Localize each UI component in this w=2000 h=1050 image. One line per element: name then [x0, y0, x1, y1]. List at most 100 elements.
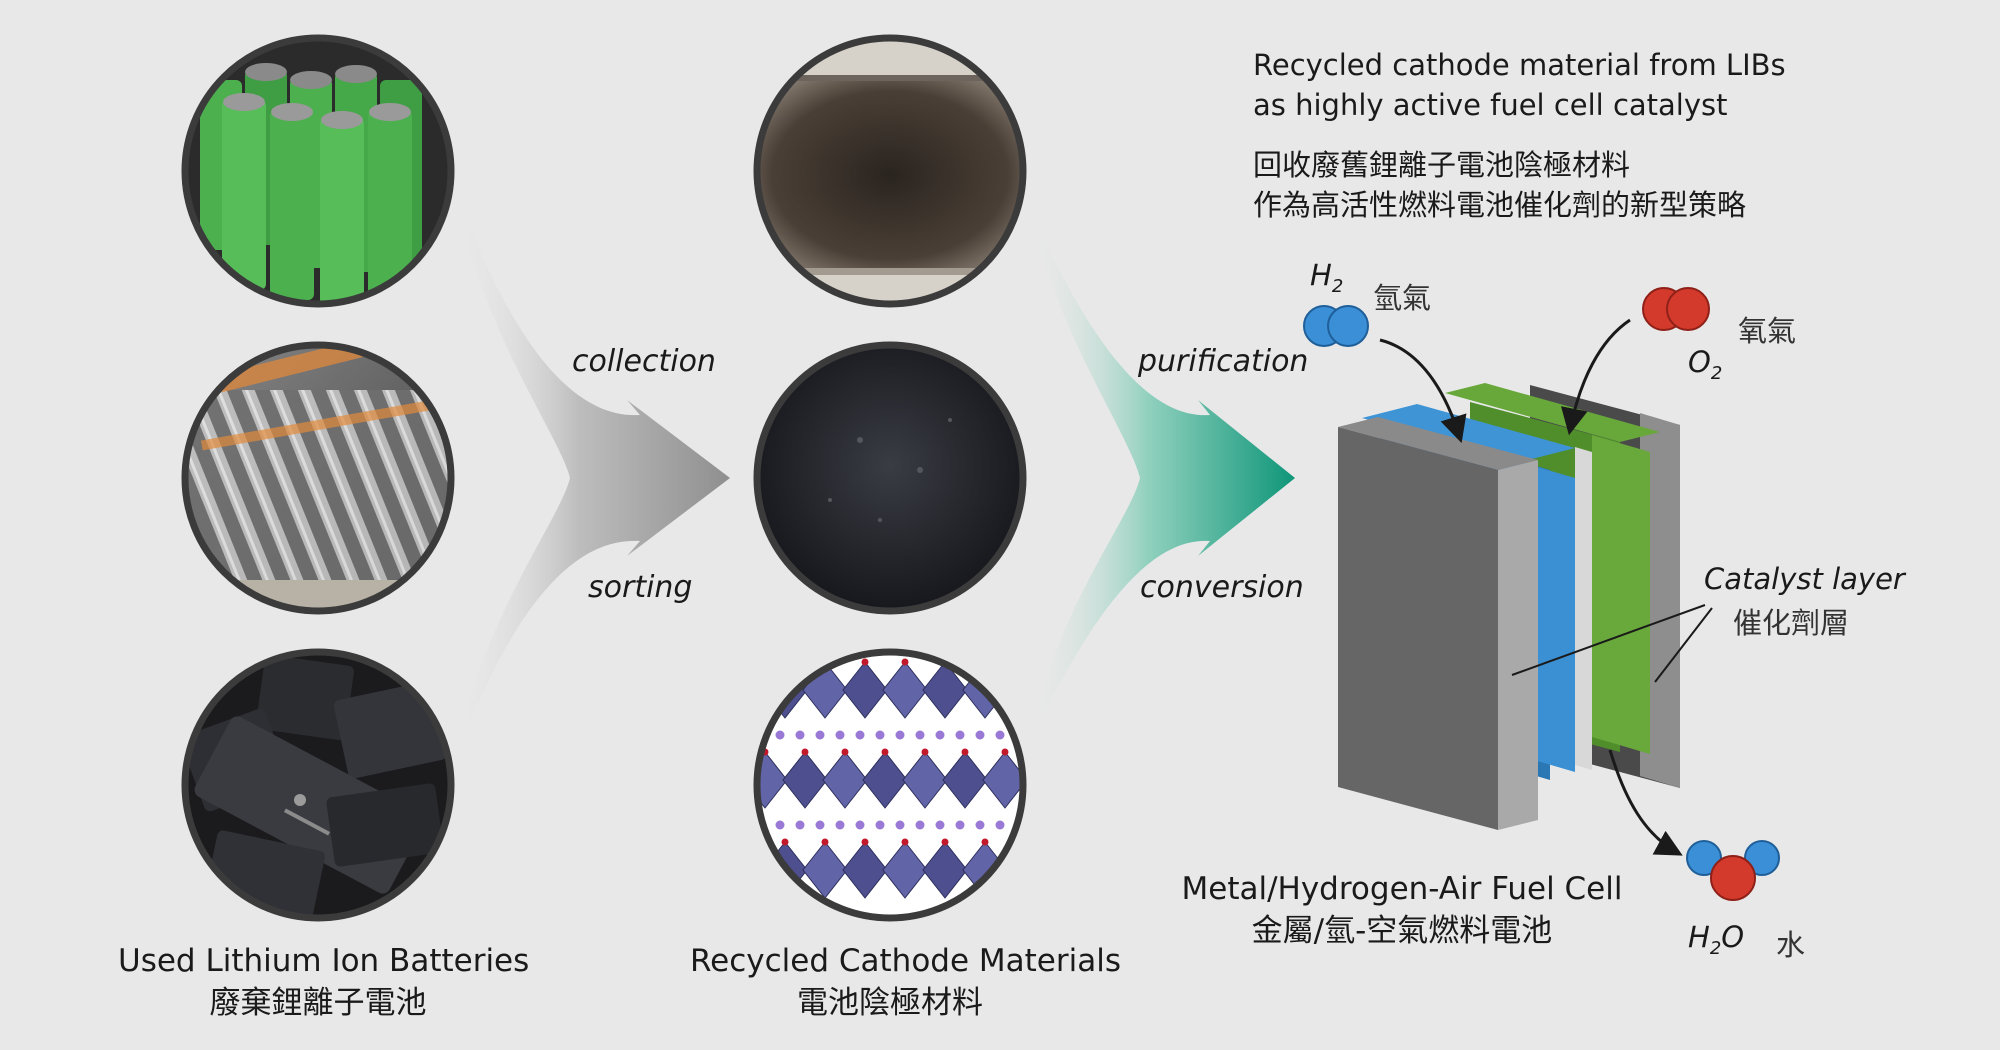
- green-battery-cells: [200, 63, 422, 304]
- recycled-materials-caption: Recycled Cathode Materials 電池陰極材料: [690, 940, 1121, 1024]
- green-layer-top-edge: [1445, 383, 1660, 442]
- recycled-materials-caption-zh: 電池陰極材料: [797, 985, 983, 1021]
- octahedron: [862, 751, 908, 809]
- octahedron: [902, 751, 948, 809]
- hydrogen-inflow-arrow: [1379, 338, 1467, 444]
- oxygen-atom: [1021, 838, 1023, 846]
- fuel-cell-stack: [1338, 383, 1680, 830]
- octahedron: [1022, 751, 1023, 809]
- title-en-line2: as highly active fuel cell catalyst: [1253, 88, 1728, 122]
- oxygen-atom: [841, 748, 849, 756]
- step-collection-label: collection: [572, 344, 716, 379]
- used-batteries-caption: Used Lithium Ion Batteries 廢棄鋰離子電池: [118, 940, 530, 1024]
- oxygen-atom: [1021, 658, 1023, 666]
- lithium-ion: [775, 820, 785, 830]
- o2-subscript: 2: [1710, 362, 1723, 384]
- octahedra-layers: [742, 658, 1049, 899]
- oxygen-atom: [961, 748, 969, 756]
- used-batteries-caption-zh: 廢棄鋰離子電池: [209, 985, 427, 1021]
- fuel-cell-caption-en: Metal/Hydrogen-Air Fuel Cell: [1181, 871, 1623, 907]
- step-sorting-label: sorting: [588, 570, 693, 605]
- fuel-cell-caption-zh: 金屬/氫-空氣燃料電池: [1251, 913, 1553, 949]
- lithium-ion: [855, 730, 865, 740]
- h2-label: H2: [1310, 258, 1343, 297]
- front-plate-top: [1338, 417, 1538, 470]
- cathode-powder-photo: [753, 341, 1027, 615]
- catalyst-pointer-green: [1654, 607, 1713, 683]
- oxygen-atom: [1042, 749, 1049, 756]
- octahedron: [842, 841, 888, 899]
- oxygen-atom: [901, 838, 909, 846]
- o2-zh-label: 氧氣: [1738, 314, 1797, 348]
- collection-flow-arrow: [455, 190, 730, 760]
- lithium-ion: [975, 820, 985, 830]
- lithium-ion: [915, 820, 925, 830]
- oxygen-atom: [901, 658, 909, 666]
- octahedron: [757, 751, 788, 809]
- lithium-ion: [915, 730, 925, 740]
- h2o-h-letter: H: [1688, 920, 1710, 954]
- lithium-ion: [815, 820, 825, 830]
- lithium-ion: [835, 820, 845, 830]
- o2-label: O2: [1688, 345, 1722, 384]
- crystal-structure-illustration: [742, 648, 1049, 922]
- h2o-o-letter: O: [1721, 920, 1745, 954]
- battery-cells-photo: [181, 34, 455, 308]
- octahedron: [922, 841, 968, 899]
- octahedron: [942, 751, 988, 809]
- catalyst-layer-label: Catalyst layer: [1704, 562, 1905, 596]
- octahedron: [882, 841, 928, 899]
- water-molecule: [1686, 840, 1780, 901]
- blue-layer-top-edge: [1362, 404, 1575, 462]
- oxygen-atom: [941, 838, 949, 846]
- h2o-zh-label: 水: [1776, 928, 1806, 962]
- octahedron: [882, 661, 928, 719]
- lithium-ion: [875, 730, 885, 740]
- oxygen-inflow-arrow: [1561, 318, 1631, 436]
- o2-letter: O: [1688, 345, 1711, 379]
- h2-subscript: 2: [1331, 275, 1344, 297]
- step-purification-label: purification: [1138, 344, 1309, 379]
- oxygen-molecule: [1642, 287, 1710, 331]
- lithium-ion: [795, 820, 805, 830]
- oxygen-atom: [921, 748, 929, 756]
- oxygen-atom: [781, 838, 789, 846]
- step-conversion-label: conversion: [1140, 570, 1304, 605]
- h2o-subscript: 2: [1709, 937, 1722, 959]
- recycling-line-photo: [181, 341, 455, 615]
- h2-letter: H: [1310, 258, 1332, 292]
- lithium-ion: [975, 730, 985, 740]
- oxygen-atom: [821, 838, 829, 846]
- octahedron: [822, 751, 868, 809]
- oxygen-atom: [861, 838, 869, 846]
- h2-zh-label: 氫氣: [1373, 281, 1432, 315]
- lithium-ion: [995, 820, 1005, 830]
- octahedron: [757, 661, 768, 719]
- lithium-ion: [935, 730, 945, 740]
- oxygen-atom: [1001, 748, 1009, 756]
- front-plate-edge: [1498, 460, 1538, 830]
- lithium-ion: [815, 730, 825, 740]
- octahedron: [782, 751, 828, 809]
- oxygen-atom: [801, 748, 809, 756]
- lithium-ion: [795, 730, 805, 740]
- cathode-electrode-photo: [753, 34, 1027, 308]
- front-plate-face: [1338, 427, 1498, 830]
- fuel-cell-caption: Metal/Hydrogen-Air Fuel Cell 金屬/氫-空氣燃料電池: [1172, 868, 1632, 952]
- title-zh-line2: 作為高活性燃料電池催化劑的新型策略: [1253, 188, 1747, 222]
- catalyst-layer-zh-label: 催化劑層: [1733, 606, 1850, 640]
- oxygen-atom: [981, 658, 989, 666]
- lithium-ion: [895, 730, 905, 740]
- oxygen-atom: [742, 659, 749, 666]
- lithium-ion: [995, 730, 1005, 740]
- membrane: [1575, 447, 1592, 770]
- oxygen-atom: [742, 839, 749, 846]
- lithium-ion: [835, 730, 845, 740]
- catalyst-pointer-blue: [1511, 604, 1706, 676]
- lithium-ion: [855, 820, 865, 830]
- lithium-ion: [875, 820, 885, 830]
- used-batteries-caption-en: Used Lithium Ion Batteries: [118, 943, 530, 979]
- lithium-ion: [775, 730, 785, 740]
- lithium-ion: [955, 730, 965, 740]
